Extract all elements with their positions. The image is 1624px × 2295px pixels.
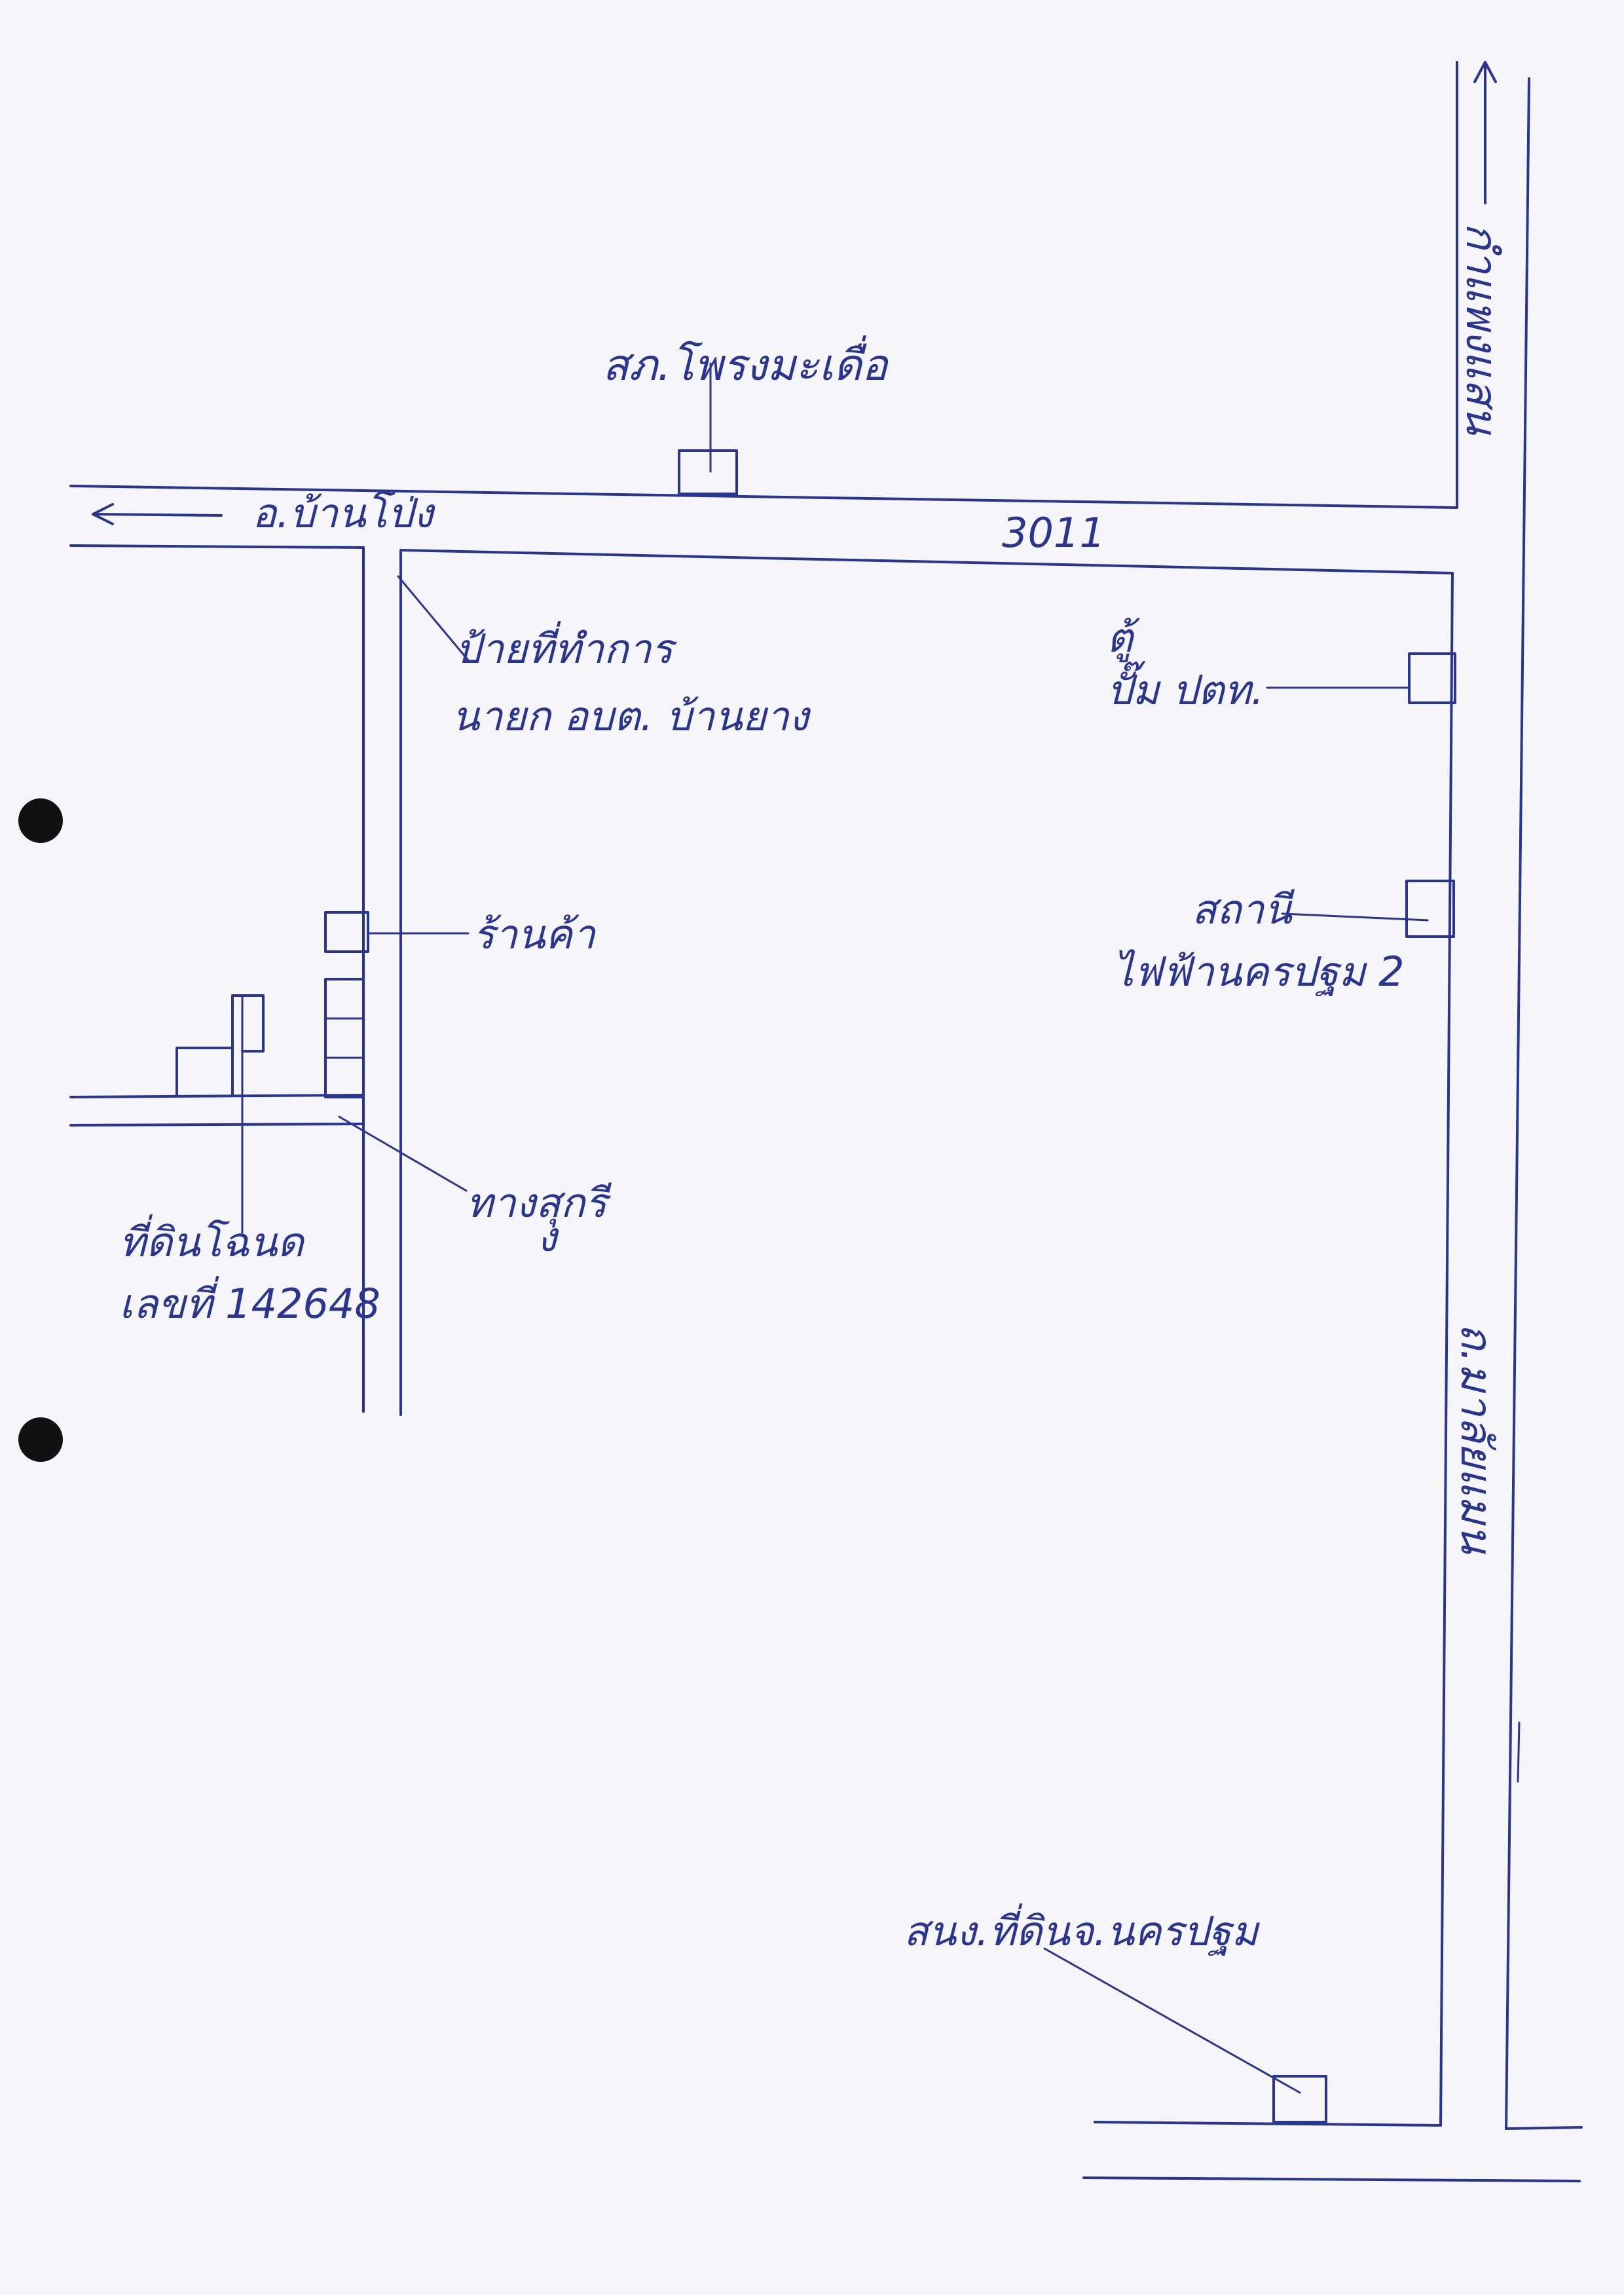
road-south-top-edge [1094,2121,1442,2127]
arrow-to-ban-pong-head [92,503,114,525]
land-office-box [1272,2075,1327,2123]
road-3011-bottom-edge-west [69,544,365,549]
canal-leader [338,1115,468,1192]
ptt-station-box [1408,652,1456,704]
road-east-tick-mark [1517,1721,1521,1783]
canal-mark-label: ง [537,1213,559,1261]
police-station-label: สภ.โพรงมะเดื่อ [602,335,889,390]
canal-lane-bottom-edge [69,1123,365,1127]
office-sign-label-line1: ป้ายที่ทำการ [455,621,677,673]
malai-man-road-label: ถ.มาลัยแมน [1451,1323,1502,1555]
road-south-bottom-edge [1082,2176,1581,2182]
ptt-station-top-label: ตู้ [1107,614,1140,663]
road-3011-label: 3011 [1002,509,1105,557]
road-3011-top-edge [69,485,1458,509]
arrow-to-ban-pong-shaft [92,513,223,517]
ban-pong-label: อ.บ้านโป่ง [252,489,435,537]
office-sign-leader [397,575,470,662]
office-sign-label-line2: นายก อบต. บ้านยาง [452,692,811,740]
canal-label: ทางสุกรี [466,1179,612,1228]
land-plot-building-high [231,994,265,1053]
shop-box [324,911,369,953]
police-station-box [678,449,738,495]
land-plot-label-line1: ที่ดินโฉนด [119,1214,305,1266]
substation-label-line2: ไฟฟ้านครปฐม 2 [1113,948,1405,997]
arrow-to-kamphaeng-saen-head [1473,61,1497,83]
substation-leader [1281,912,1429,922]
road-3011-bottom-edge-east [399,549,1454,574]
canal-lane-top-edge [69,1094,365,1098]
binder-hole-top [18,798,63,843]
binder-hole-bottom [18,1417,63,1462]
land-plot-building-low [175,1047,234,1097]
land-office-label: สนง.ที่ดินจ.นครปฐม [904,1903,1260,1956]
land-plot-label-line2: เลขที่ 142648 [119,1276,380,1328]
land-office-leader [1043,1947,1301,2094]
shop-label: ร้านค้า [473,910,597,958]
road-east-right-edge [1505,77,1530,2130]
ptt-station-label: ปั๊ม ปตท. [1107,661,1264,714]
road-east-left-edge-south [1439,572,1454,2127]
kamphaeng-saen-label: กำแพงแสน [1456,223,1507,436]
road-south-top-edge-east [1505,2126,1583,2130]
substation-box [1405,880,1455,938]
substation-label-line1: สถานี [1192,886,1295,933]
row-buildings [324,978,365,1098]
